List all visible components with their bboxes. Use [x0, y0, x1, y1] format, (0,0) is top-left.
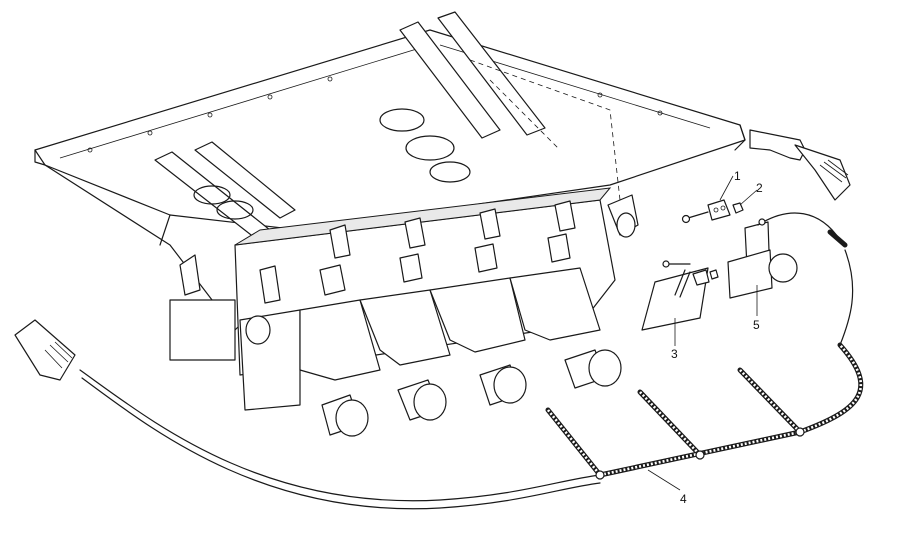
mounting-bracket — [749, 129, 851, 201]
leader-lines — [647, 175, 758, 491]
frame-plate — [34, 11, 746, 361]
cover-plate-part-3 — [641, 260, 719, 331]
callout-2: 2 — [756, 181, 763, 195]
bolt-and-clip-part-1 — [681, 199, 731, 224]
callout-4: 4 — [680, 492, 687, 506]
sensor-part-5 — [727, 212, 848, 299]
cable-harness-part-4 — [14, 249, 864, 510]
callout-5: 5 — [753, 318, 760, 332]
nut-part-2 — [732, 202, 744, 214]
callout-1: 1 — [734, 169, 741, 183]
metering-unit-row — [234, 187, 639, 437]
callout-3: 3 — [671, 347, 678, 361]
